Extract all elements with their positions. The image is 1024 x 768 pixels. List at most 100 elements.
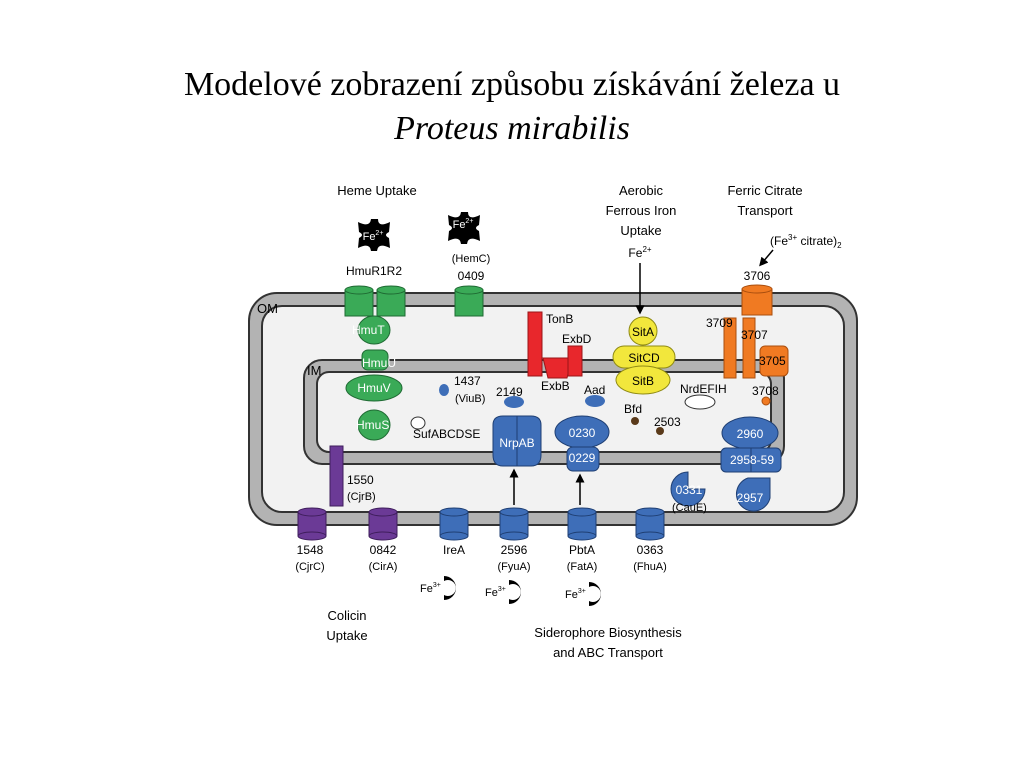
label-exbd: ExbD xyxy=(562,332,592,346)
om-receptor-pbta xyxy=(567,507,597,541)
label-1550: 1550 xyxy=(347,473,374,487)
tonb-exbb-exbd-complex xyxy=(527,311,583,379)
label-2503: 2503 xyxy=(654,415,681,429)
arrow-citrate-in xyxy=(759,249,774,267)
sufabcdse-complex xyxy=(410,416,426,430)
group-label-citrate-2: Transport xyxy=(737,203,793,218)
label-1548: 1548 xyxy=(297,543,324,557)
label-hmur1r2: HmuR1R2 xyxy=(346,264,402,278)
om-receptor-0363 xyxy=(635,507,665,541)
om-receptor-irea xyxy=(439,507,469,541)
svg-text:0331: 0331 xyxy=(676,483,703,497)
transporter-2960-2958: 2960 2958-59 xyxy=(720,416,782,473)
label-2596: 2596 xyxy=(501,543,528,557)
label-sitb: SitB xyxy=(632,374,654,388)
group-label-aerobic-3: Uptake xyxy=(620,223,661,238)
siderophore-chelator-icon: Fe3+ xyxy=(485,580,521,604)
heme-molecule-icon: Fe2+ xyxy=(448,212,480,244)
label-3707: 3707 xyxy=(741,328,768,342)
label-3709: 3709 xyxy=(706,316,733,330)
svg-text:HmuT: HmuT xyxy=(352,323,385,337)
fec-transport-complex xyxy=(723,284,789,406)
om-receptor-2596 xyxy=(499,507,529,541)
ion-fe2-aerobic: Fe2+ xyxy=(628,245,651,260)
group-label-heme: Heme Uptake xyxy=(337,183,416,198)
group-label-aerobic-2: Ferrous Iron xyxy=(606,203,677,218)
svg-text:Fe2+: Fe2+ xyxy=(453,218,474,231)
protein-1550 xyxy=(329,445,344,507)
svg-text:0229: 0229 xyxy=(569,451,596,465)
svg-text:HmuS: HmuS xyxy=(356,418,389,432)
label-cira: (CirA) xyxy=(369,561,398,573)
hmuu-protein: HmuU xyxy=(361,349,396,371)
receptor-0409 xyxy=(454,285,484,317)
label-sitcd: SitCD xyxy=(628,351,660,365)
siderophore-chelator-icon: Fe3+ xyxy=(565,582,601,606)
nrdefih-complex xyxy=(684,394,716,410)
svg-text:2958-59: 2958-59 xyxy=(730,453,774,467)
protein-1437 xyxy=(439,384,449,396)
label-sufabcdse: SufABCDSE xyxy=(413,427,480,441)
label-fata: (FatA) xyxy=(567,561,598,573)
label-caue: (CauE) xyxy=(672,502,707,514)
hmus-protein: HmuS xyxy=(356,409,391,441)
label-3705: 3705 xyxy=(759,354,786,368)
label-3708: 3708 xyxy=(752,384,779,398)
label-tonb: TonB xyxy=(546,312,573,326)
protein-0331: 0331 xyxy=(670,471,706,507)
transporter-0230-0229: 0230 0229 xyxy=(554,415,610,472)
label-aad: Aad xyxy=(584,383,605,397)
label-2149: 2149 xyxy=(496,385,523,399)
im-label: IM xyxy=(307,363,321,378)
siderophore-chelator-icon: Fe3+ xyxy=(420,576,456,600)
hmut-protein: HmuT xyxy=(352,315,391,345)
label-bfd: Bfd xyxy=(624,402,642,416)
label-1437: 1437 xyxy=(454,374,481,388)
label-fyua: (FyuA) xyxy=(498,561,531,573)
label-3706: 3706 xyxy=(744,269,771,283)
heme-molecule-icon: Fe2+ xyxy=(358,219,390,251)
label-irea: IreA xyxy=(443,543,465,557)
svg-text:2960: 2960 xyxy=(737,427,764,441)
svg-text:HmuV: HmuV xyxy=(357,381,390,395)
om-label: OM xyxy=(257,301,278,316)
label-exbb: ExbB xyxy=(541,379,570,393)
slide-title: Modelové zobrazení způsobu získávání žel… xyxy=(183,66,841,103)
hmur1r2-receptor xyxy=(344,285,406,317)
protein-2957: 2957 xyxy=(735,477,771,512)
group-label-aerobic-1: Aerobic xyxy=(619,183,664,198)
group-label-siderophore-2: and ABC Transport xyxy=(553,645,663,660)
protein-bfd xyxy=(631,417,639,425)
label-viub: (ViuB) xyxy=(455,393,485,405)
om-receptor-1548 xyxy=(297,507,327,541)
om-receptor-0842 xyxy=(368,507,398,541)
svg-text:Fe3+: Fe3+ xyxy=(485,586,506,599)
label-fhua: (FhuA) xyxy=(633,561,667,573)
svg-text:NrpAB: NrpAB xyxy=(499,436,534,450)
label-nrdefih: NrdEFIH xyxy=(680,382,727,396)
label-0409: 0409 xyxy=(458,269,485,283)
group-label-citrate-1: Ferric Citrate xyxy=(727,183,802,198)
label-pbta: PbtA xyxy=(569,543,595,557)
label-sita: SitA xyxy=(632,325,654,339)
svg-text:2957: 2957 xyxy=(737,491,764,505)
group-label-colicin-2: Uptake xyxy=(326,628,367,643)
protein-2503 xyxy=(656,427,664,435)
label-hemc: (HemC) xyxy=(452,253,491,265)
protein-aad xyxy=(585,395,605,407)
nrpab-transporter: NrpAB xyxy=(492,415,542,467)
ion-fe3-citrate: (Fe3+ citrate)2 xyxy=(770,233,842,250)
slide-title-organism: Proteus mirabilis xyxy=(394,110,630,147)
group-label-colicin-1: Colicin xyxy=(327,608,366,623)
svg-text:HmuU: HmuU xyxy=(362,356,396,370)
hmuv-protein: HmuV xyxy=(345,374,403,402)
sit-transporter xyxy=(612,316,676,395)
group-label-siderophore-1: Siderophore Biosynthesis xyxy=(534,625,682,640)
svg-text:Fe2+: Fe2+ xyxy=(363,230,384,243)
label-cjrc: (CjrC) xyxy=(295,561,324,573)
label-0842: 0842 xyxy=(370,543,397,557)
label-cjrb: (CjrB) xyxy=(347,491,376,503)
svg-text:Fe3+: Fe3+ xyxy=(420,582,441,595)
